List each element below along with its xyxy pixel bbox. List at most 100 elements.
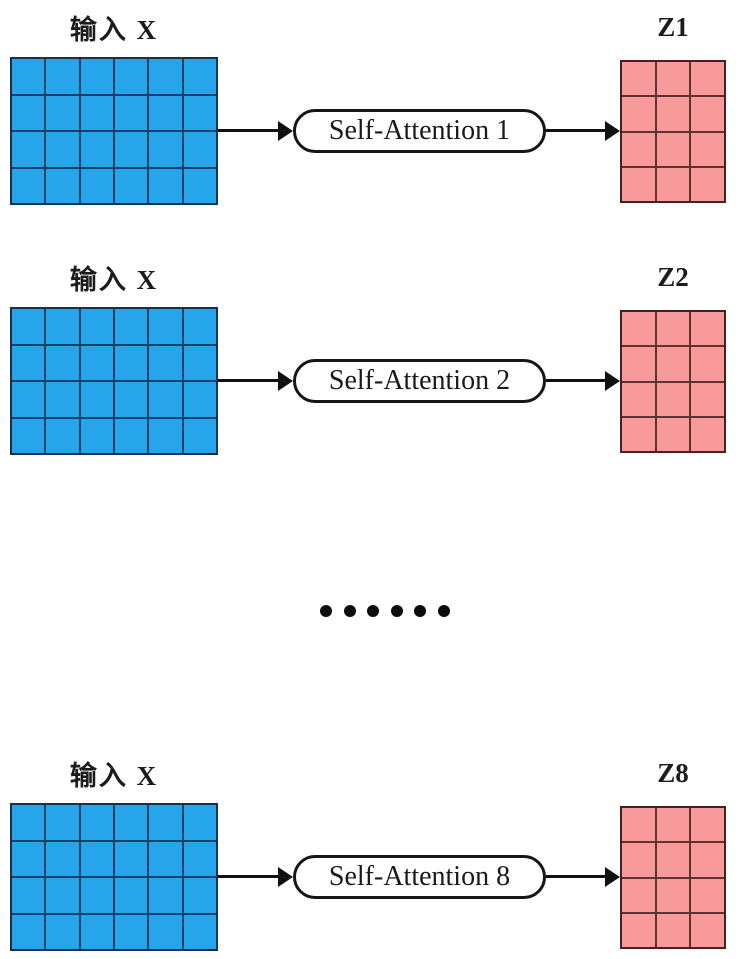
matrix-cell — [12, 309, 45, 344]
matrix-cell — [46, 418, 79, 453]
matrix-cell — [114, 805, 148, 840]
matrix-cell — [80, 132, 113, 167]
matrix-cell — [149, 59, 182, 94]
matrix-cell — [46, 382, 79, 417]
matrix-cell — [114, 345, 148, 380]
output-matrix-label: Z1 — [657, 12, 689, 42]
matrix-cell — [691, 347, 724, 381]
matrix-cell — [149, 345, 182, 380]
matrix-cell — [46, 132, 79, 167]
self-attention-node-2: Self-Attention 2 — [293, 359, 546, 403]
ellipsis-dot-icon — [343, 605, 356, 617]
matrix-cell — [691, 808, 724, 842]
matrix-cell — [622, 878, 655, 912]
matrix-cell — [80, 841, 113, 876]
matrix-cell — [46, 309, 79, 344]
matrix-cell — [149, 95, 182, 130]
matrix-cell — [46, 841, 79, 876]
matrix-cell — [149, 132, 182, 167]
matrix-cell — [114, 132, 148, 167]
input-matrix-label: 输入 X — [69, 15, 159, 45]
matrix-cell — [622, 312, 655, 346]
matrix-cell — [183, 805, 216, 840]
matrix-cell — [656, 97, 690, 131]
matrix-cell — [691, 417, 724, 451]
matrix-cell — [80, 805, 113, 840]
matrix-cell — [622, 843, 655, 877]
matrix-cell — [114, 382, 148, 417]
matrix-cell — [114, 418, 148, 453]
matrix-cell — [656, 843, 690, 877]
output-matrix — [620, 806, 726, 949]
arrow-attention-to-output-line — [546, 875, 607, 878]
arrow-input-to-attention-line — [218, 875, 280, 878]
matrix-cell — [656, 417, 690, 451]
matrix-cell — [183, 382, 216, 417]
matrix-cell — [12, 95, 45, 130]
matrix-cell — [691, 913, 724, 947]
matrix-cell — [183, 59, 216, 94]
matrix-cell — [622, 417, 655, 451]
matrix-cell — [656, 913, 690, 947]
matrix-cell — [149, 309, 182, 344]
matrix-cell — [149, 914, 182, 949]
matrix-cell — [183, 95, 216, 130]
matrix-cell — [656, 312, 690, 346]
matrix-cell — [80, 345, 113, 380]
matrix-cell — [149, 841, 182, 876]
input-matrix-label: 输入 X — [69, 265, 159, 295]
attention-row-1: 输入 X Self-Attention 1 Z1 — [0, 0, 740, 215]
matrix-cell — [183, 418, 216, 453]
output-matrix-label: Z8 — [657, 758, 689, 788]
ellipsis-dot-icon — [367, 605, 380, 617]
matrix-cell — [656, 167, 690, 201]
matrix-cell — [622, 167, 655, 201]
arrow-attention-to-output-head-icon — [605, 121, 620, 141]
arrow-attention-to-output-head-icon — [605, 371, 620, 391]
matrix-cell — [114, 95, 148, 130]
matrix-cell — [80, 878, 113, 913]
matrix-cell — [12, 841, 45, 876]
matrix-cell — [12, 132, 45, 167]
matrix-cell — [114, 309, 148, 344]
self-attention-node-8: Self-Attention 8 — [293, 855, 546, 899]
matrix-cell — [691, 167, 724, 201]
matrix-cell — [12, 345, 45, 380]
output-matrix-label: Z2 — [657, 262, 689, 292]
matrix-cell — [149, 168, 182, 203]
matrix-cell — [149, 805, 182, 840]
matrix-cell — [80, 59, 113, 94]
matrix-cell — [656, 808, 690, 842]
matrix-cell — [114, 841, 148, 876]
matrix-cell — [183, 841, 216, 876]
input-matrix — [10, 57, 218, 205]
matrix-cell — [46, 168, 79, 203]
matrix-cell — [46, 914, 79, 949]
matrix-cell — [183, 914, 216, 949]
arrow-input-to-attention-head-icon — [278, 121, 293, 141]
matrix-cell — [183, 309, 216, 344]
matrix-cell — [149, 418, 182, 453]
matrix-cell — [691, 382, 724, 416]
matrix-cell — [622, 97, 655, 131]
matrix-cell — [656, 62, 690, 96]
matrix-cell — [114, 878, 148, 913]
matrix-cell — [656, 878, 690, 912]
matrix-cell — [80, 418, 113, 453]
matrix-cell — [622, 913, 655, 947]
matrix-cell — [12, 418, 45, 453]
matrix-cell — [46, 59, 79, 94]
attention-row-8: 输入 X Self-Attention 8 Z8 — [0, 746, 740, 959]
matrix-cell — [80, 95, 113, 130]
matrix-cell — [691, 97, 724, 131]
matrix-cell — [46, 878, 79, 913]
matrix-cell — [656, 382, 690, 416]
self-attention-node-1: Self-Attention 1 — [293, 109, 546, 153]
output-matrix — [620, 60, 726, 203]
matrix-cell — [691, 843, 724, 877]
ellipsis-dot-icon — [390, 605, 403, 617]
matrix-cell — [149, 878, 182, 913]
matrix-cell — [691, 62, 724, 96]
matrix-cell — [691, 312, 724, 346]
